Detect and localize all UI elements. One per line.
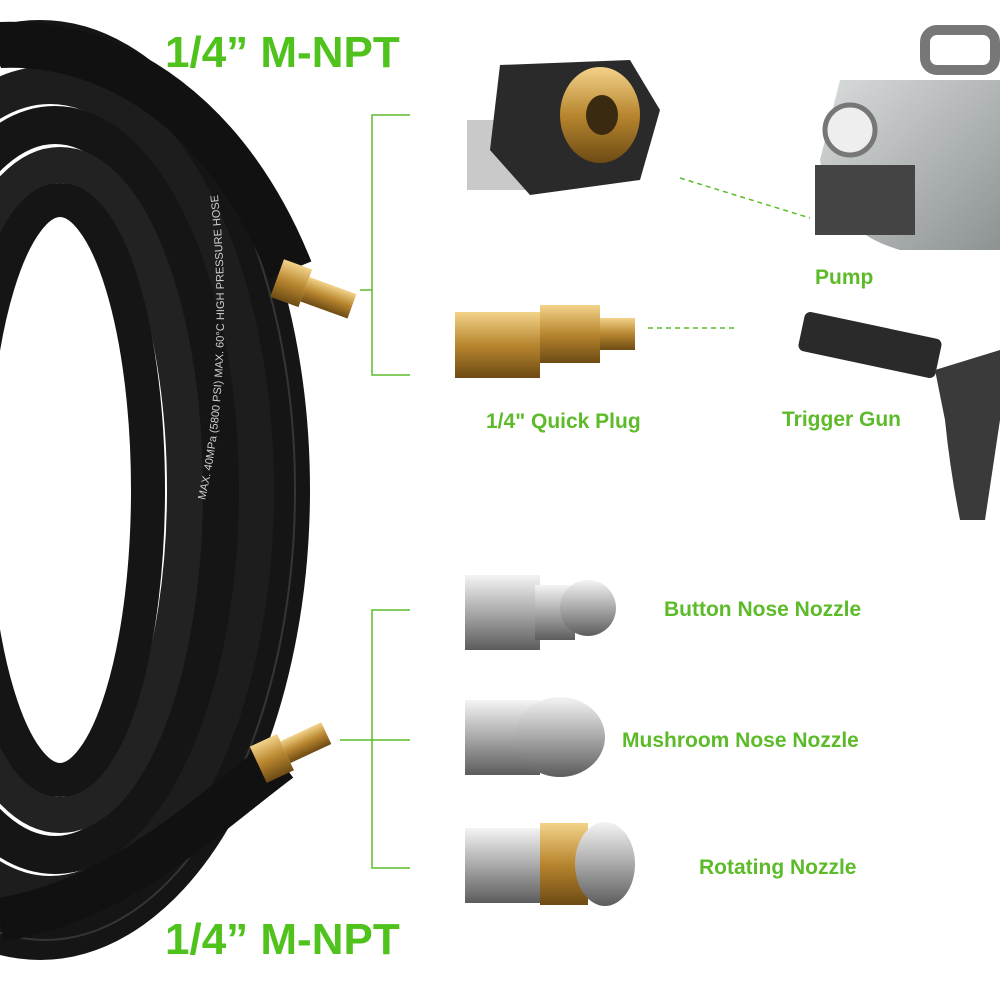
female-coupler [467, 60, 660, 195]
hose-coil [0, 20, 312, 960]
connector-lines [340, 114, 811, 869]
trigger-gun-label: Trigger Gun [782, 408, 902, 431]
rotating-nozzle [465, 822, 635, 906]
rotating-nozzle-label: Rotating Nozzle [699, 856, 857, 879]
pump-image [815, 25, 1000, 250]
button-nozzle-label: Button Nose Nozzle [664, 598, 862, 621]
quick-plug-label: 1/4" Quick Plug [486, 410, 641, 433]
mushroom-nose-nozzle [465, 697, 605, 777]
top-hose-fitting [270, 259, 357, 319]
mushroom-nozzle-label: Mushroom Nose Nozzle [622, 729, 859, 752]
pump-label: Pump [815, 266, 874, 289]
quick-plug [455, 305, 635, 378]
trigger-gun-image [798, 311, 1000, 520]
top-thread-label: 1/4” M-NPT [165, 28, 400, 77]
button-nose-nozzle [465, 575, 616, 650]
bottom-thread-label: 1/4” M-NPT [165, 915, 400, 964]
bottom-hose-fitting [249, 722, 332, 783]
